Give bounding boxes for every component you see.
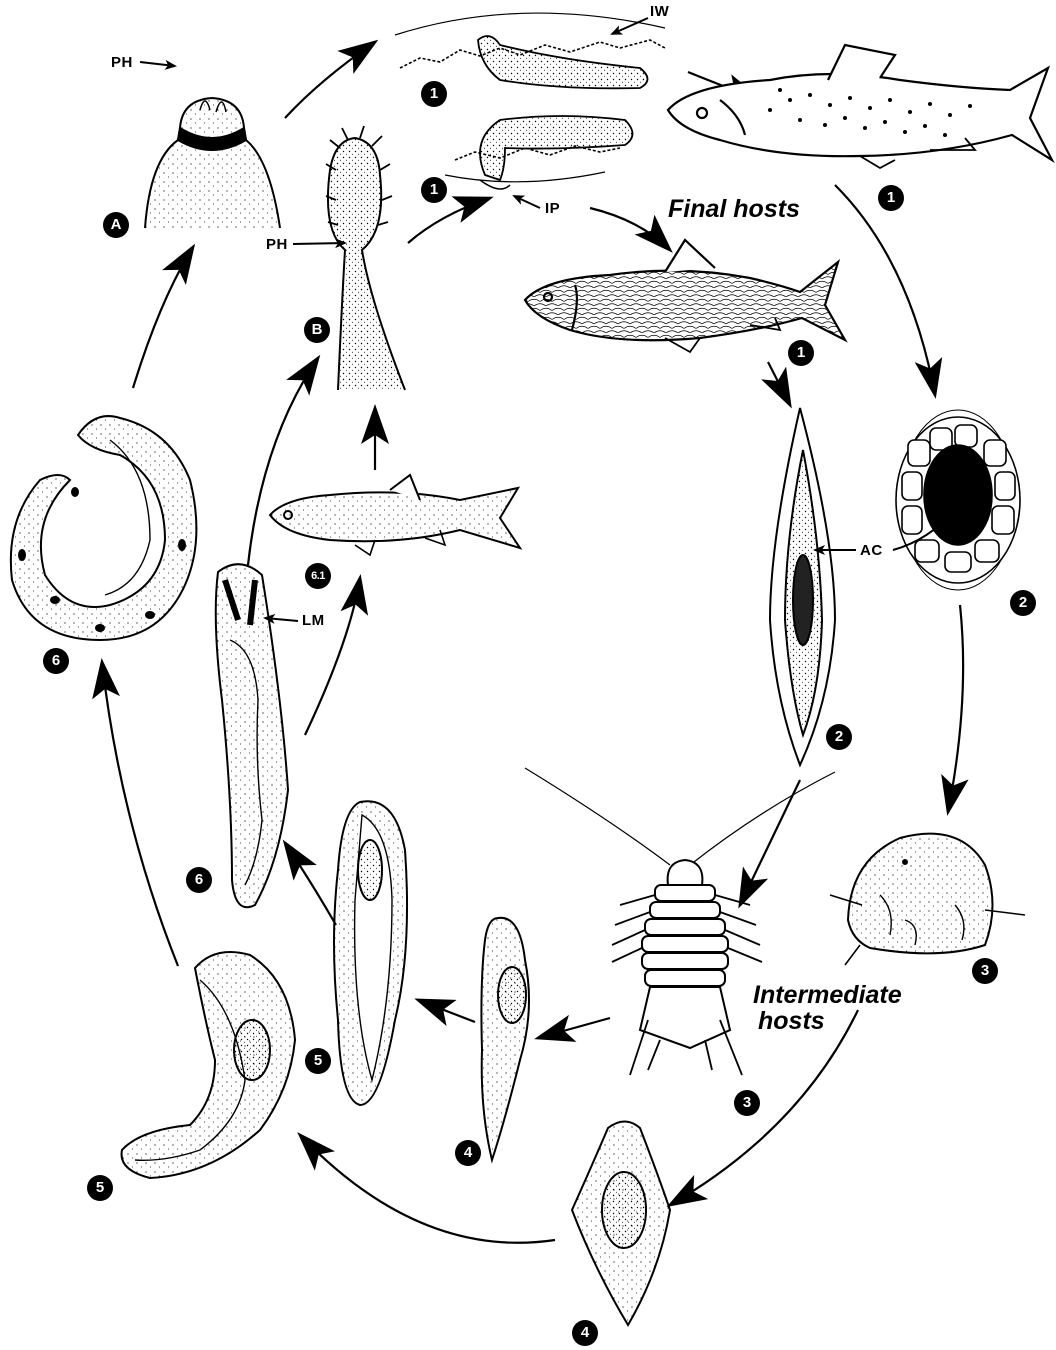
marker-5-mid: 5 (305, 1048, 331, 1074)
worm-attached-mid (445, 116, 633, 189)
larva-stage-4-left (481, 918, 529, 1160)
marker-4-bottom: 4 (572, 1320, 598, 1346)
ostracod-intermediate-host (830, 834, 1025, 965)
marker-B: B (304, 317, 330, 343)
marker-6-elongate: 6 (186, 867, 212, 893)
arrow-minnow-to-larva (768, 362, 790, 405)
larva-stage-6-elongate (216, 564, 288, 907)
worm-head-B (326, 126, 405, 390)
arrow-5left-to-6coiled (102, 662, 178, 966)
egg-in-host-cells (896, 410, 1020, 590)
label-AC: AC (860, 542, 883, 559)
worm-head-A (145, 98, 280, 228)
pointer-IP (514, 196, 540, 208)
arrow-A-to-worm (285, 42, 375, 118)
minnow-final-host (525, 240, 845, 352)
arrow-egg-to-ostracod (948, 605, 963, 812)
marker-6-1: 6.1 (305, 563, 331, 589)
label-intermediate-line1: Intermediate (753, 982, 902, 1008)
arrow-isopod-to-4 (538, 1018, 610, 1038)
larva-stage-4-bottom (572, 1122, 670, 1326)
arrow-trout-to-egg (835, 185, 935, 395)
larva-stage-5-mid (334, 801, 407, 1105)
label-final-hosts: Final hosts (668, 196, 800, 222)
marker-1-trout: 1 (878, 185, 904, 211)
label-intermediate-hosts: Intermediate hosts (753, 982, 902, 1034)
label-IW: IW (650, 3, 669, 20)
marker-1-worm-mid: 1 (421, 177, 447, 203)
marker-3-ostracod: 3 (972, 958, 998, 984)
pointer-PH-top (140, 62, 175, 66)
arrow-5mid-to-6 (285, 843, 336, 925)
larva-stage-5-left (122, 952, 295, 1178)
pointer-PH-mid (293, 243, 345, 244)
marker-4-left: 4 (455, 1140, 481, 1166)
arrow-larva-to-isopod (740, 780, 800, 905)
arrow-4b-to-5left (300, 1135, 555, 1243)
arrow-B-to-worm (408, 198, 490, 243)
label-PH-mid: PH (266, 236, 288, 253)
pointer-IW (612, 18, 648, 34)
marker-1-minnow: 1 (788, 340, 814, 366)
marker-5-left: 5 (87, 1175, 113, 1201)
arrow-4-to-5mid (418, 1000, 475, 1022)
larva-in-capsule (770, 408, 835, 765)
trout-final-host (668, 45, 1052, 168)
marker-2-ovoid: 2 (826, 724, 852, 750)
marker-6-coiled: 6 (43, 648, 69, 674)
marker-1-worm-top: 1 (421, 81, 447, 107)
label-LM: LM (302, 612, 325, 629)
worm-attached-top (395, 13, 665, 88)
arrow-worm-to-minnow (590, 208, 670, 250)
label-PH-top: PH (111, 54, 133, 71)
marker-2-egg: 2 (1010, 590, 1036, 616)
label-intermediate-line2: hosts (753, 1008, 902, 1034)
label-IP: IP (545, 200, 560, 217)
marker-A: A (103, 212, 129, 238)
small-fish-paratenic (270, 475, 520, 555)
arrow-6-to-fish61 (305, 578, 360, 735)
larva-stage-6-coiled (11, 416, 197, 640)
arrow-6coiled-to-A (133, 247, 193, 388)
marker-3-isopod: 3 (734, 1090, 760, 1116)
